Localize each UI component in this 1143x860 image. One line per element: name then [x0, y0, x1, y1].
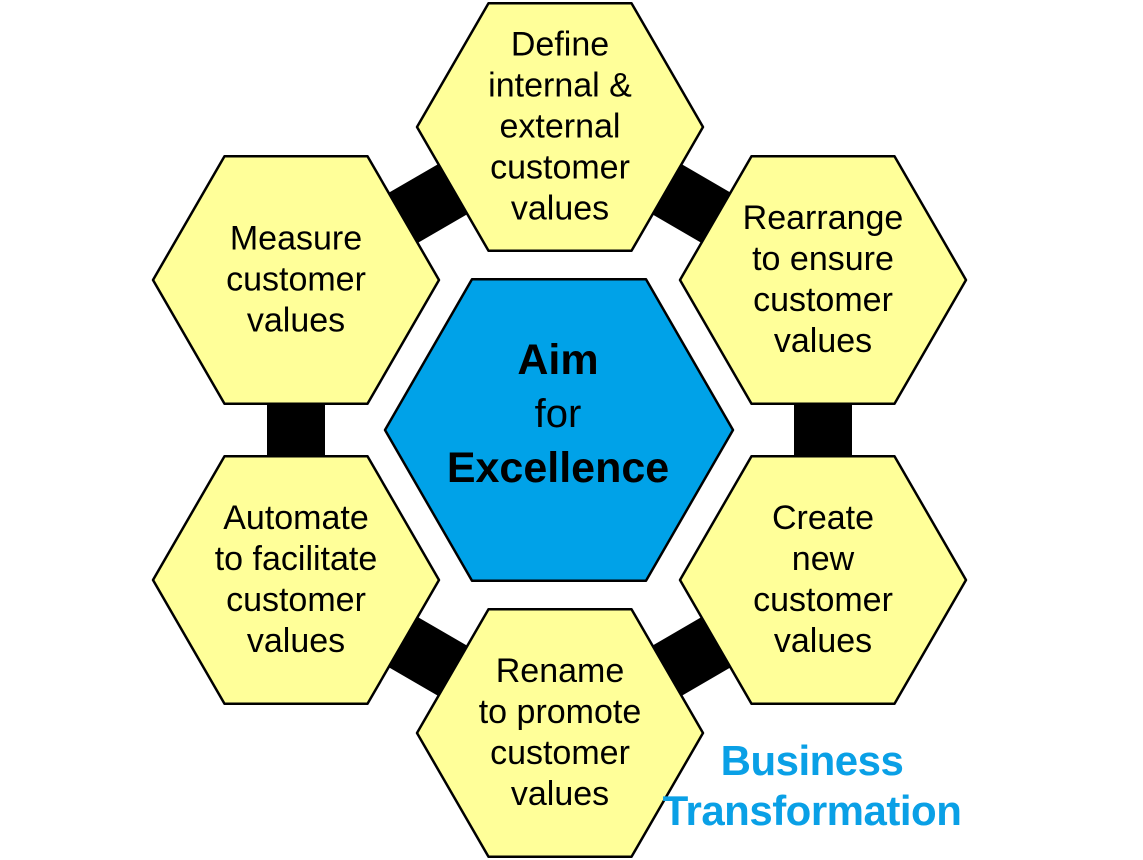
step-label-line: external: [499, 107, 621, 146]
business-transformation-label: Business Transformation: [663, 736, 962, 836]
step-label-line: customer: [226, 260, 366, 299]
center-line-excellence: Excellence: [446, 444, 670, 492]
step-label-line: internal &: [488, 66, 632, 105]
center-label: Aim for Excellence: [447, 333, 669, 495]
step-label-line: Define: [510, 25, 610, 64]
step-label-line: to ensure: [752, 240, 894, 278]
brand-line-transformation: Transformation: [662, 787, 962, 834]
step-label-line: Measure: [229, 219, 363, 258]
step-label-line: values: [510, 189, 610, 228]
step-label-line: values: [773, 622, 873, 660]
step-label-line: customer: [226, 581, 366, 619]
step-label-line: customer: [490, 734, 630, 772]
step-label-line: Rearrange: [742, 199, 904, 237]
step-label-line: customer: [753, 581, 893, 619]
step-rearrange-label: Rearrange to ensure customer values: [743, 198, 904, 362]
hex-automate: [151, 454, 441, 706]
center-line-aim: Aim: [517, 336, 599, 384]
step-label-line: values: [510, 775, 610, 813]
hex-rearrange: [678, 154, 968, 406]
step-measure-label: Measure customer values: [226, 219, 366, 342]
step-label-line: new: [791, 540, 855, 578]
hexagons: [151, 1, 968, 859]
hex-rename: [415, 607, 705, 859]
step-automate-label: Automate to facilitate customer values: [215, 498, 378, 662]
step-create-label: Create new customer values: [753, 498, 893, 662]
step-define-label: Define internal & external customer valu…: [488, 25, 632, 230]
step-rename-label: Rename to promote customer values: [479, 651, 642, 815]
step-label-line: values: [246, 301, 346, 340]
step-label-line: to facilitate: [214, 540, 378, 578]
step-label-line: to promote: [478, 693, 642, 731]
step-label-line: values: [773, 322, 873, 360]
hex-define: [415, 1, 705, 253]
hex-center: [383, 278, 735, 582]
brand-line-business: Business: [720, 737, 904, 784]
step-label-line: Automate: [223, 499, 369, 537]
step-label-line: Rename: [495, 652, 625, 690]
step-label-line: customer: [490, 148, 630, 187]
step-label-line: values: [246, 622, 346, 660]
hex-create: [678, 454, 968, 706]
step-label-line: customer: [753, 281, 893, 319]
step-label-line: Create: [771, 499, 875, 537]
hex-measure: [151, 154, 441, 406]
center-line-for: for: [534, 392, 582, 436]
